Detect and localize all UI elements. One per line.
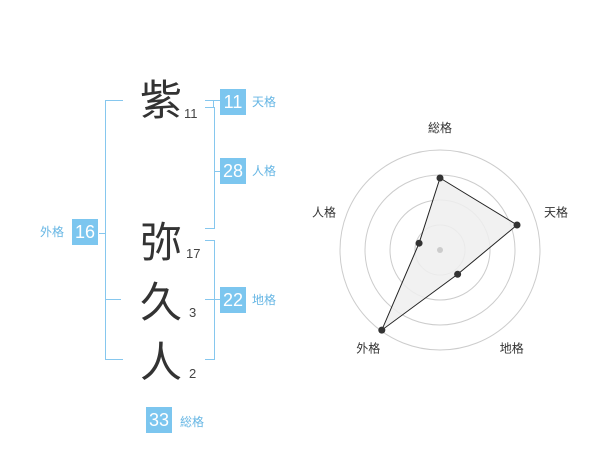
stroke-count-3: 3 — [189, 305, 197, 320]
chi-bracket — [205, 240, 215, 360]
radar-center-dot — [437, 247, 443, 253]
radar-axis-label: 天格 — [544, 204, 568, 219]
ten-value-badge: 11 — [220, 89, 246, 115]
ten-label: 天格 — [252, 95, 277, 109]
sou-value-badge: 33 — [146, 407, 172, 433]
jin-bracket-tick — [214, 171, 221, 172]
outer-bracket — [105, 100, 123, 360]
chi-bracket-mid — [205, 299, 214, 300]
stroke-count-2: 17 — [186, 246, 201, 261]
chi-bracket-tick — [214, 299, 221, 300]
radar-axis-label: 外格 — [356, 341, 380, 356]
chi-label: 地格 — [252, 293, 277, 307]
radar-point — [436, 174, 444, 182]
ten-bracket-tick — [214, 100, 221, 101]
sou-label: 総格 — [180, 415, 205, 429]
gai-label: 外格 — [40, 225, 65, 239]
radar-series-area — [380, 177, 518, 332]
name-char-2: 弥 — [140, 218, 183, 267]
radar-axis-label: 地格 — [500, 341, 524, 356]
radar-point — [454, 270, 462, 278]
name-char-1: 紫 — [140, 76, 183, 125]
radar-grid-ring — [339, 149, 541, 351]
outer-bracket-tick — [99, 233, 106, 234]
name-char-4: 人 — [140, 338, 183, 387]
jin-label: 人格 — [252, 164, 277, 178]
chi-value-badge: 22 — [220, 287, 246, 313]
jin-value-badge: 28 — [220, 158, 246, 184]
gai-value-badge: 16 — [72, 219, 98, 245]
jin-bracket — [205, 107, 215, 229]
radar-axis-label: 総格 — [428, 120, 452, 135]
stroke-count-4: 2 — [189, 366, 197, 381]
outer-bracket-mid — [105, 299, 121, 300]
stroke-count-1: 11 — [184, 106, 198, 121]
ten-bracket — [205, 100, 214, 108]
radar-point — [378, 326, 386, 334]
radar-point — [513, 221, 521, 229]
radar-point — [415, 239, 423, 247]
radar-axis-label: 人格 — [312, 204, 336, 219]
name-char-3: 久 — [140, 278, 183, 327]
